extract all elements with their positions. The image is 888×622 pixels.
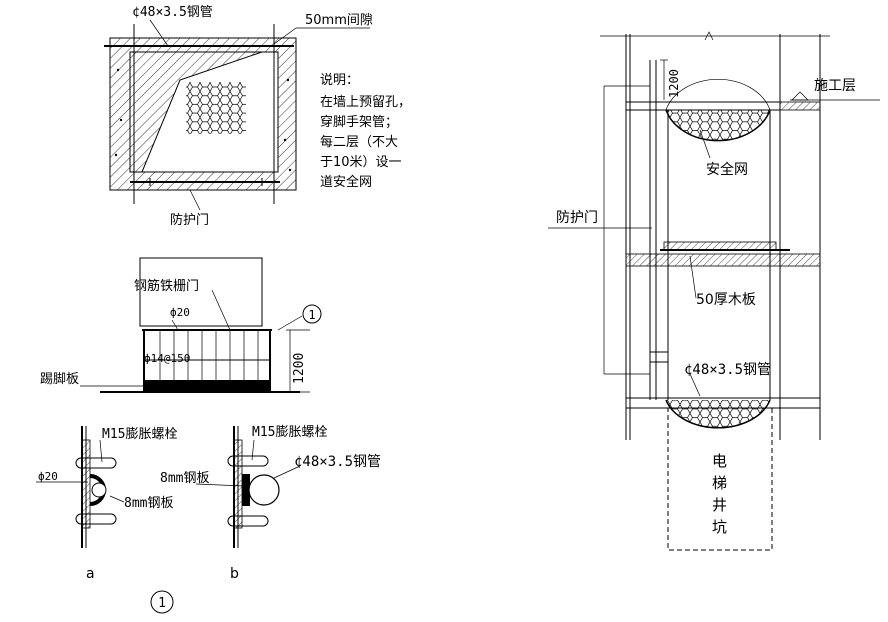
safety-net-pattern bbox=[186, 82, 246, 134]
detail-callout-number: 1 bbox=[158, 596, 166, 611]
detail-a: M15膨胀螺栓 ф20 8mm钢板 a bbox=[36, 426, 177, 582]
note-line: 穿脚手架管； bbox=[320, 114, 398, 130]
callout-circle bbox=[302, 304, 322, 324]
note-line: 在墙上预留孔， bbox=[320, 95, 411, 110]
pipe-label: ¢48×3.5钢管 bbox=[684, 362, 771, 378]
plate-label: 8mm钢板 bbox=[160, 471, 209, 486]
rod-label: ф20 bbox=[38, 470, 58, 483]
note-line: 于10米）设一 bbox=[320, 155, 402, 170]
shaft-section: 1200 施工层 安全网 防护门 50厚木板 ¢48×3.5钢管 电 梯 井 坑 bbox=[548, 31, 880, 551]
safety-net-2 bbox=[665, 399, 771, 429]
pit-outline bbox=[667, 407, 773, 551]
top-pipe-label: ¢48×3.5钢管 bbox=[132, 5, 213, 20]
door-height: 1200 bbox=[667, 69, 681, 98]
pit-char: 梯 bbox=[712, 474, 727, 492]
detail-a-label: a bbox=[86, 566, 95, 582]
floor-label: 施工层 bbox=[814, 78, 856, 94]
net-label: 安全网 bbox=[706, 161, 748, 178]
pit-char: 电 bbox=[712, 452, 727, 470]
callout-number: 1 bbox=[308, 308, 315, 322]
opening-elevation: ¢48×3.5钢管 50mm间隙 说明： 在墙上预留孔， 穿脚手架管； 每二层（… bbox=[104, 5, 411, 228]
detail-b-label: b bbox=[230, 566, 239, 582]
note-line: 每二层（不大 bbox=[320, 134, 398, 150]
kick-board bbox=[144, 380, 270, 392]
pipe-label: ¢48×3.5钢管 bbox=[294, 454, 381, 470]
pit-char: 坑 bbox=[712, 518, 727, 536]
opening-outline bbox=[139, 257, 263, 327]
kick-board-label: 踢脚板 bbox=[40, 371, 79, 387]
safety-net-1 bbox=[665, 109, 771, 142]
plank-label: 50厚木板 bbox=[696, 292, 756, 308]
note-line: 道安全网 bbox=[320, 174, 372, 190]
plate-label: 8mm钢板 bbox=[124, 496, 173, 511]
gate-label: 钢筋铁栅门 bbox=[134, 278, 199, 294]
bar-top-label: ф20 bbox=[170, 306, 190, 319]
pipe-section bbox=[248, 474, 280, 506]
wood-plank bbox=[663, 241, 777, 251]
bolt-label: M15膨胀螺栓 bbox=[252, 425, 327, 440]
pit-char: 井 bbox=[712, 496, 727, 514]
hatched-triangle bbox=[129, 51, 263, 173]
gate-elevation: 1 1200 钢筋铁栅门 ф20 ф14@150 踢脚板 bbox=[40, 257, 322, 393]
detail-callout-circle bbox=[150, 590, 174, 614]
gap-label: 50mm间隙 bbox=[305, 13, 373, 28]
door-label: 防护门 bbox=[556, 210, 598, 226]
gate-height: 1200 bbox=[292, 353, 307, 384]
notes-title: 说明： bbox=[320, 73, 359, 88]
wall-speckle bbox=[114, 68, 292, 172]
detail-b: M15膨胀螺栓 8mm钢板 ¢48×3.5钢管 b bbox=[160, 425, 381, 582]
bar-spacing-label: ф14@150 bbox=[144, 352, 190, 365]
bolt-label: M15膨胀螺栓 bbox=[102, 427, 177, 442]
door-label: 防护门 bbox=[170, 212, 209, 228]
